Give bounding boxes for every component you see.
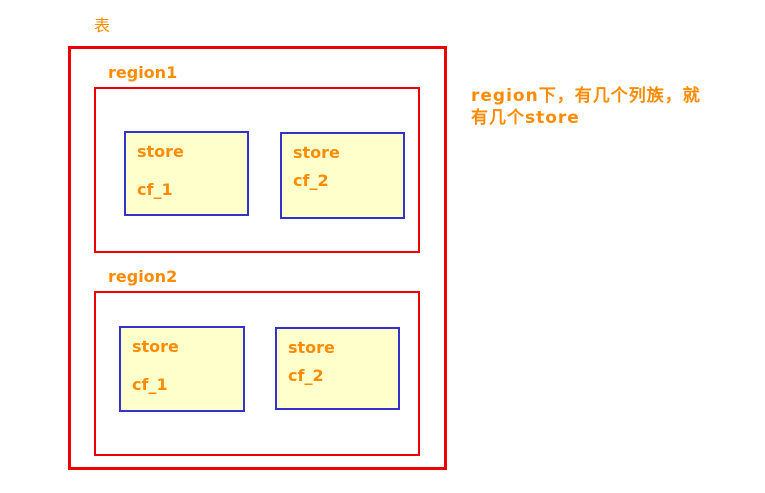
store-label: store <box>132 337 179 356</box>
cf-label: cf_2 <box>288 366 324 385</box>
table-box <box>68 46 447 470</box>
annotation-line-1: region下，有几个列族，就 <box>471 86 701 106</box>
annotation-text: region下，有几个列族，就 有几个store <box>471 85 765 129</box>
region2-label: region2 <box>108 267 178 286</box>
region1-store-cf2-box: store cf_2 <box>280 132 405 219</box>
cf-label: cf_1 <box>137 180 173 199</box>
store-label: store <box>137 142 184 161</box>
cf-label: cf_2 <box>293 171 329 190</box>
region2-store-cf1-box: store cf_1 <box>119 326 245 412</box>
store-label: store <box>288 338 335 357</box>
annotation-line-2: 有几个store <box>471 108 580 128</box>
region1-label: region1 <box>108 63 178 82</box>
region2-box: store cf_1 store cf_2 <box>94 291 420 456</box>
table-label: 表 <box>94 16 111 35</box>
store-label: store <box>293 143 340 162</box>
region1-box: store cf_1 store cf_2 <box>94 87 420 253</box>
region2-store-cf2-box: store cf_2 <box>275 327 400 410</box>
cf-label: cf_1 <box>132 375 168 394</box>
region1-store-cf1-box: store cf_1 <box>124 131 249 216</box>
